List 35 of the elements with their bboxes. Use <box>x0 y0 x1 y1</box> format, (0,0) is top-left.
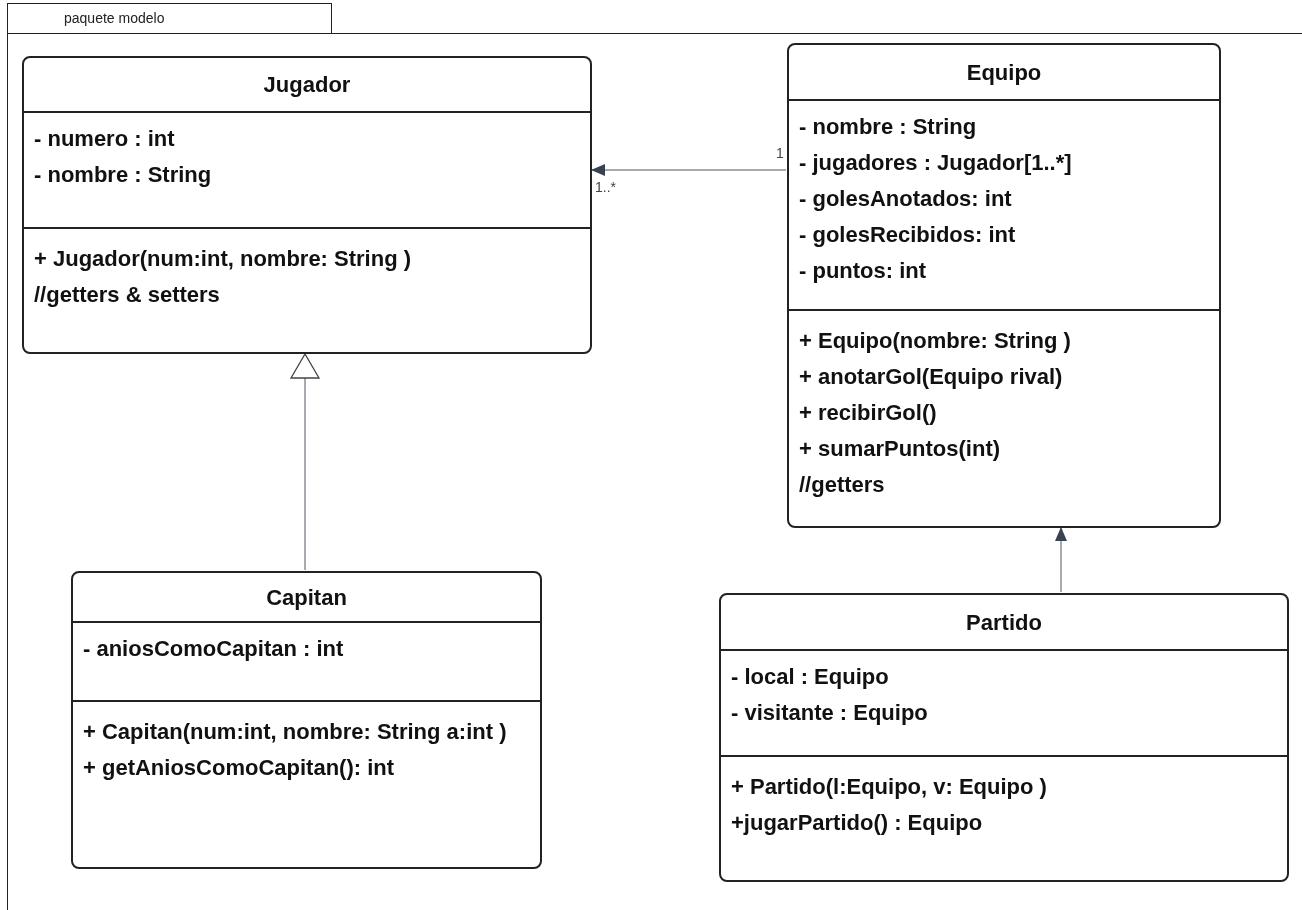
class-name: Equipo <box>966 58 1042 87</box>
class-name: Jugador <box>263 71 351 99</box>
method-text: + recibirGol() <box>799 399 938 427</box>
class-box <box>71 571 542 869</box>
method-text: + sumarPuntos(int) <box>799 435 1002 463</box>
package-name: paquete modelo <box>64 9 165 28</box>
method-text: //getters <box>799 471 886 499</box>
attribute-text: - puntos: int <box>799 257 928 285</box>
multiplicity-label: 1 <box>776 146 784 160</box>
method-text: +jugarPartido() : Equipo <box>731 809 984 837</box>
attribute-text: - visitante : Equipo <box>731 699 929 727</box>
method-text: //getters & setters <box>34 281 221 309</box>
method-text: + Capitan(num:int, nombre: String a:int ) <box>83 718 508 746</box>
attribute-text: - golesRecibidos: int <box>799 221 1017 249</box>
attribute-text: - nombre : String <box>34 161 213 189</box>
method-text: + anotarGol(Equipo rival) <box>799 363 1064 391</box>
class-box <box>719 593 1289 882</box>
class-box <box>787 43 1221 528</box>
attribute-text: - local : Equipo <box>731 663 890 691</box>
attribute-text: - aniosComoCapitan : int <box>83 635 345 663</box>
class-name: Partido <box>966 608 1042 637</box>
association-arrow <box>590 164 787 176</box>
inheritance-arrow <box>290 352 320 571</box>
multiplicity-label: 1..* <box>595 180 616 194</box>
class-name: Capitan <box>266 583 347 612</box>
method-text: + Equipo(nombre: String ) <box>799 327 1072 355</box>
method-text: + Partido(l:Equipo, v: Equipo ) <box>731 773 1048 801</box>
attribute-text: - golesAnotados: int <box>799 185 1013 213</box>
method-text: + getAniosComoCapitan(): int <box>83 754 396 782</box>
method-text: + Jugador(num:int, nombre: String ) <box>34 245 413 273</box>
attribute-text: - jugadores : Jugador[1..*] <box>799 149 1073 177</box>
class-box <box>22 56 592 354</box>
attribute-text: - numero : int <box>34 125 176 153</box>
attribute-text: - nombre : String <box>799 113 978 141</box>
association-arrow <box>1055 526 1067 593</box>
